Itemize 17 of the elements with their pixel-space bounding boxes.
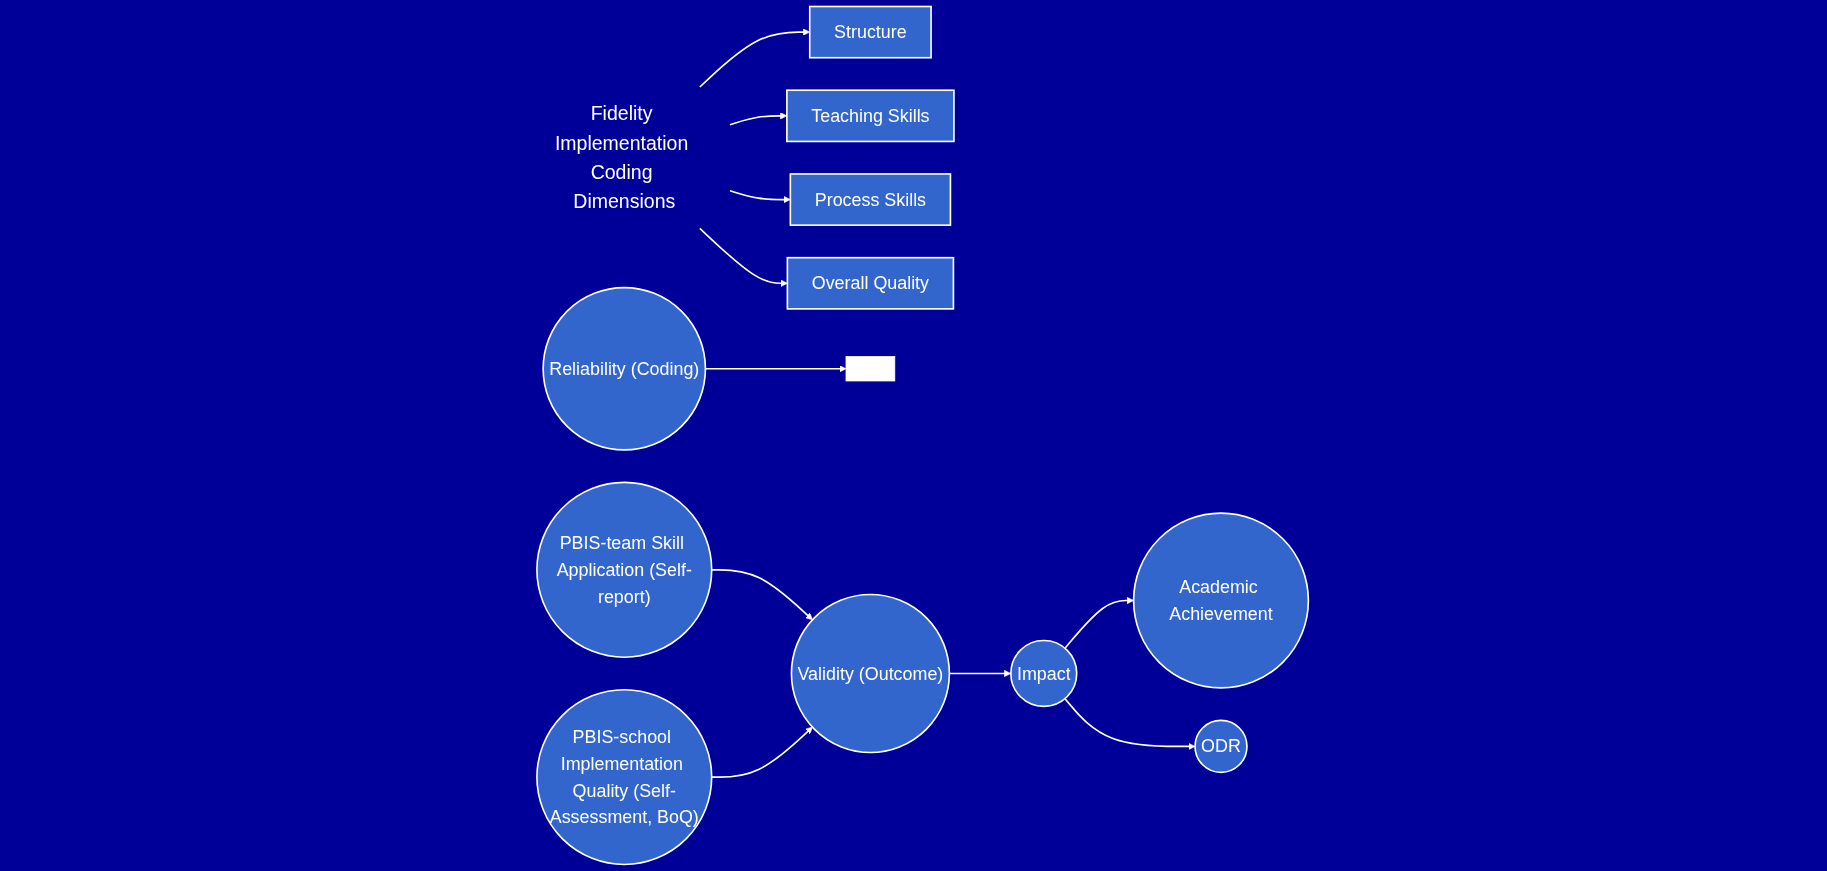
node-text: Fidelity Implementation Coding Dimensions	[554, 102, 689, 213]
node-circle: Academic Achievement	[1132, 512, 1310, 689]
node-bar	[845, 356, 896, 382]
node-circle: PBIS-school Implementation Quality (Self-Assessment, BoQ)	[536, 688, 713, 866]
arrow	[699, 227, 788, 287]
node-box: Structure	[808, 5, 932, 59]
arrow	[729, 189, 791, 204]
arrow	[1064, 596, 1134, 650]
node-box: Overall Quality	[786, 256, 955, 310]
node-box: Process Skills	[789, 173, 952, 226]
node-circle: Reliability (Coding)	[542, 286, 707, 451]
arrow	[1064, 697, 1196, 750]
node-circle: ODR	[1194, 719, 1248, 774]
node-circle: PBIS-team Skill Application (Self-report)	[536, 481, 713, 659]
node-box: Teaching Skills	[786, 89, 955, 143]
node-circle: Impact	[1010, 639, 1078, 708]
node-circle: Validity (Outcome)	[790, 593, 951, 754]
